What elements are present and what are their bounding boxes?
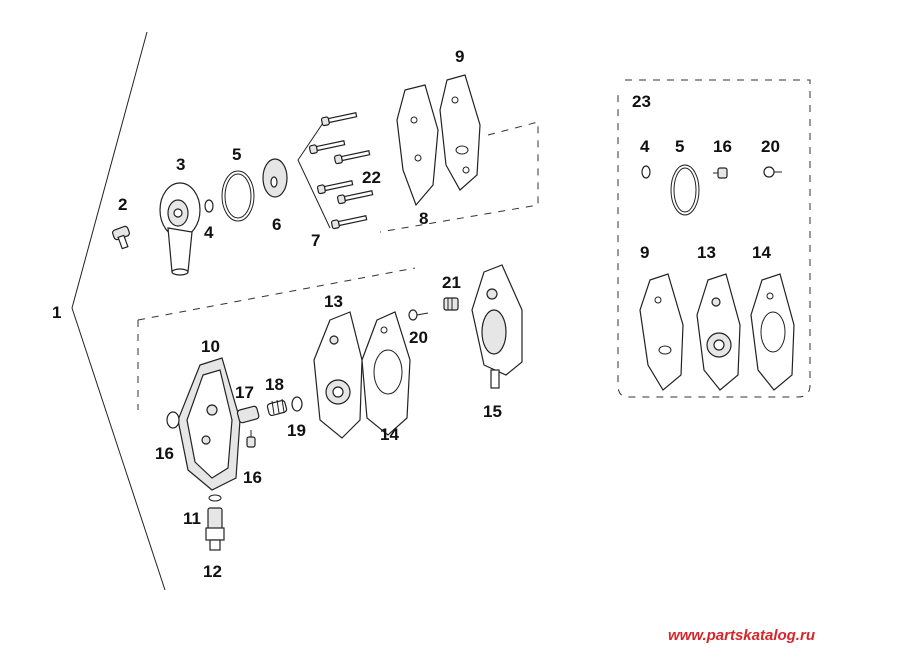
kit-callout-5: 5 [675, 137, 684, 156]
kit-part-16 [713, 167, 728, 179]
part-16-valve-left [166, 411, 180, 429]
callout-21: 21 [442, 273, 461, 292]
part-11-o-ring [208, 494, 222, 502]
callout-9: 9 [455, 47, 464, 66]
callout-16-left: 16 [155, 444, 174, 463]
upper-group-outline [379, 121, 539, 233]
callout-22: 22 [362, 168, 381, 187]
callout-13: 13 [324, 292, 343, 311]
callout-3: 3 [176, 155, 185, 174]
kit-callout-9: 9 [640, 243, 649, 262]
part-16-valve-lower [246, 430, 256, 448]
part-8-gasket [396, 84, 439, 207]
callout-15: 15 [483, 402, 502, 421]
lower-group-outline [137, 267, 416, 410]
callout-5: 5 [232, 145, 241, 164]
callout-11: 11 [183, 509, 201, 528]
callout-1: 1 [52, 303, 61, 322]
kit-part-20 [763, 166, 782, 178]
callout-10: 10 [201, 337, 220, 356]
watermark: www.partskatalog.ru [668, 627, 815, 644]
part-2-screw [112, 225, 130, 250]
callout-18: 18 [265, 375, 284, 394]
part-15-pump-base [471, 264, 523, 389]
kit-box-outline [617, 79, 811, 398]
part-3-cover [159, 182, 201, 276]
part-21-spring [443, 297, 459, 311]
callout-20: 20 [409, 328, 428, 347]
callout-23: 23 [632, 92, 651, 111]
kit-callout-14: 14 [752, 243, 771, 262]
part-18-spring [266, 398, 288, 417]
part-5-o-ring [221, 170, 255, 222]
part-14-gasket [361, 311, 411, 436]
part-17-valve [236, 405, 260, 424]
callout-4: 4 [204, 223, 214, 242]
callout-6: 6 [272, 215, 281, 234]
kit-part-14 [750, 273, 795, 391]
kit-part-4 [641, 165, 651, 179]
part-19-ring [291, 396, 303, 412]
kit-part-9 [639, 273, 684, 391]
callout-7: 7 [311, 231, 320, 250]
callout-19: 19 [287, 421, 306, 440]
kit-part-13 [696, 273, 741, 391]
assembly-bracket [71, 31, 166, 591]
part-12-fitting [205, 507, 225, 551]
callout-8: 8 [419, 209, 428, 228]
callout-17: 17 [235, 383, 254, 402]
callout-2: 2 [118, 195, 127, 214]
kit-callout-4: 4 [640, 137, 650, 156]
kit-callout-16: 16 [713, 137, 732, 156]
kit-callout-13: 13 [697, 243, 716, 262]
callout-16-lower: 16 [243, 468, 262, 487]
kit-part-5 [670, 164, 700, 216]
kit-callout-20: 20 [761, 137, 780, 156]
part-10-pump-body [177, 357, 241, 491]
part-13-diaphragm [313, 311, 363, 439]
part-7-22-screws [297, 112, 374, 230]
part-20-pin [408, 309, 429, 321]
part-4-ring [204, 199, 214, 213]
part-9-plate [439, 74, 481, 191]
part-6-washer [262, 158, 288, 198]
callout-14: 14 [380, 425, 399, 444]
callout-12: 12 [203, 562, 222, 581]
